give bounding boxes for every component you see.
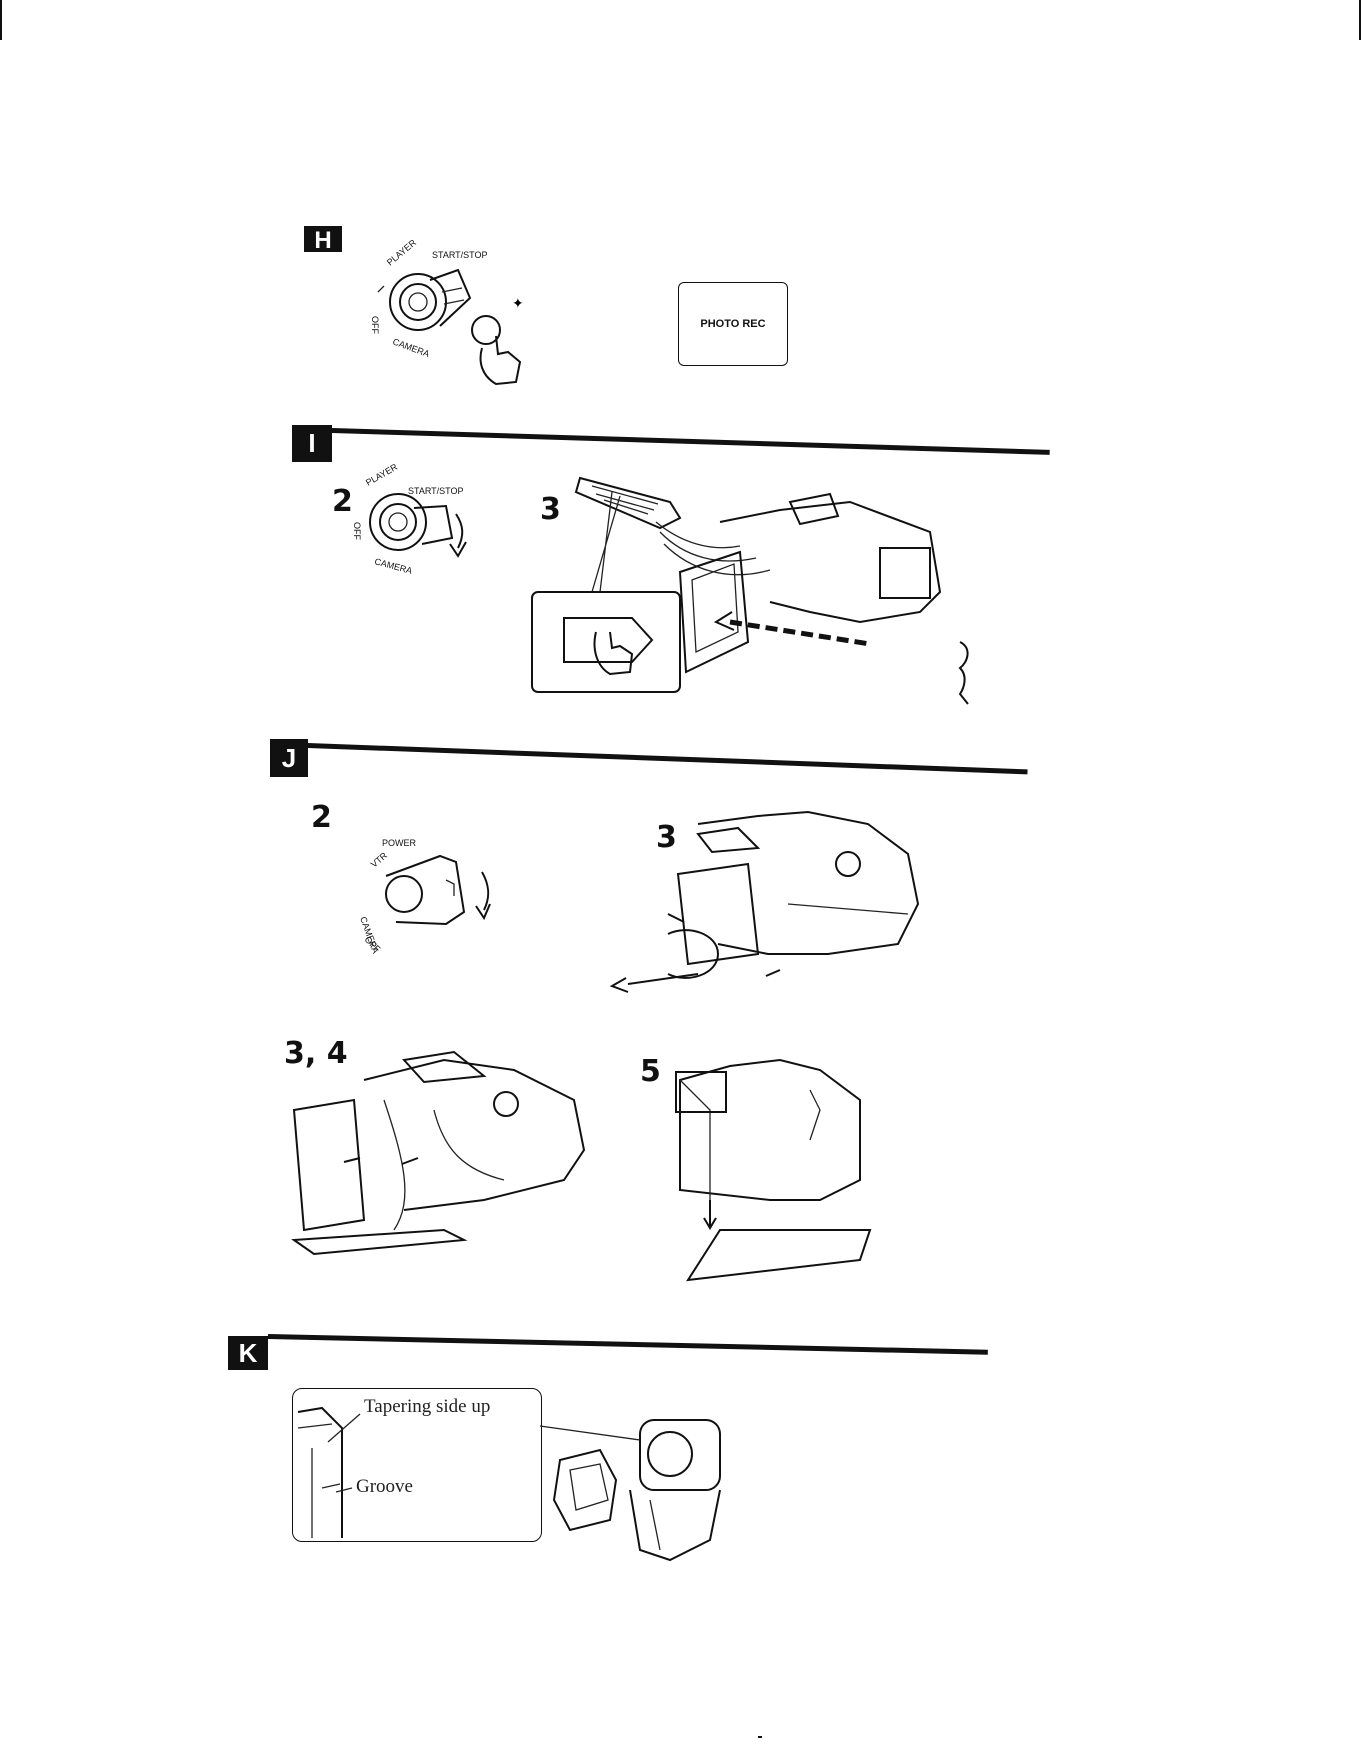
- section-k-badge: K: [228, 1336, 268, 1370]
- section-h-badge: H: [304, 226, 342, 252]
- section-h-switch-start-stop-label: START/STOP: [432, 250, 488, 260]
- photo-rec-button[interactable]: PHOTO REC: [678, 282, 788, 366]
- section-j-rule: [308, 743, 1028, 774]
- section-h-switch-player-label: PLAYER: [385, 237, 419, 267]
- section-j-battery-attach-illustration: [670, 1050, 890, 1310]
- section-i-badge: I: [292, 425, 332, 462]
- section-i-rule: [332, 428, 1050, 455]
- photo-rec-label: PHOTO REC: [700, 318, 765, 330]
- play-button-inset: [532, 592, 680, 692]
- groove-label: Groove: [356, 1476, 413, 1497]
- section-i-mode-switch-illustration: PLAYER START/STOP OFF CAMERA: [350, 478, 490, 598]
- page-footer-mark: [758, 1736, 762, 1738]
- section-j-step-2: 2: [311, 800, 332, 835]
- section-j-cable-connect-illustration: [284, 1040, 604, 1260]
- section-i-switch-start-stop-label: START/STOP: [408, 486, 464, 496]
- power-dial-vtr-label: VTR: [369, 850, 390, 870]
- section-h-mode-switch-illustration: PLAYER START/STOP OFF CAMERA ✦: [370, 252, 550, 392]
- section-i-switch-off-label: OFF: [352, 522, 362, 540]
- section-k-lens-cover-illustration: [540, 1400, 760, 1570]
- section-k-rule: [268, 1334, 988, 1355]
- section-k-callout-drawing: Tapering side up Groove: [292, 1388, 542, 1540]
- section-i-switch-camera-label: CAMERA: [373, 556, 413, 576]
- section-i-switch-player-label: PLAYER: [364, 461, 400, 487]
- section-h-switch-off-label: OFF: [370, 316, 380, 334]
- sparkle-icon: ✦: [512, 295, 524, 311]
- section-i-remote-and-camcorder-illustration: [520, 462, 1000, 742]
- section-j-power-dial-illustration: POWER VTR CAMERA OFF: [350, 832, 510, 962]
- page-edge-left: [0, 0, 2, 40]
- section-j-battery-remove-illustration: [608, 804, 928, 1024]
- section-j-step-5: 5: [640, 1054, 661, 1089]
- tapering-side-up-label: Tapering side up: [364, 1396, 490, 1417]
- power-dial-power-label: POWER: [382, 838, 417, 848]
- section-h-switch-camera-label: CAMERA: [391, 336, 431, 359]
- section-j-badge: J: [270, 739, 308, 777]
